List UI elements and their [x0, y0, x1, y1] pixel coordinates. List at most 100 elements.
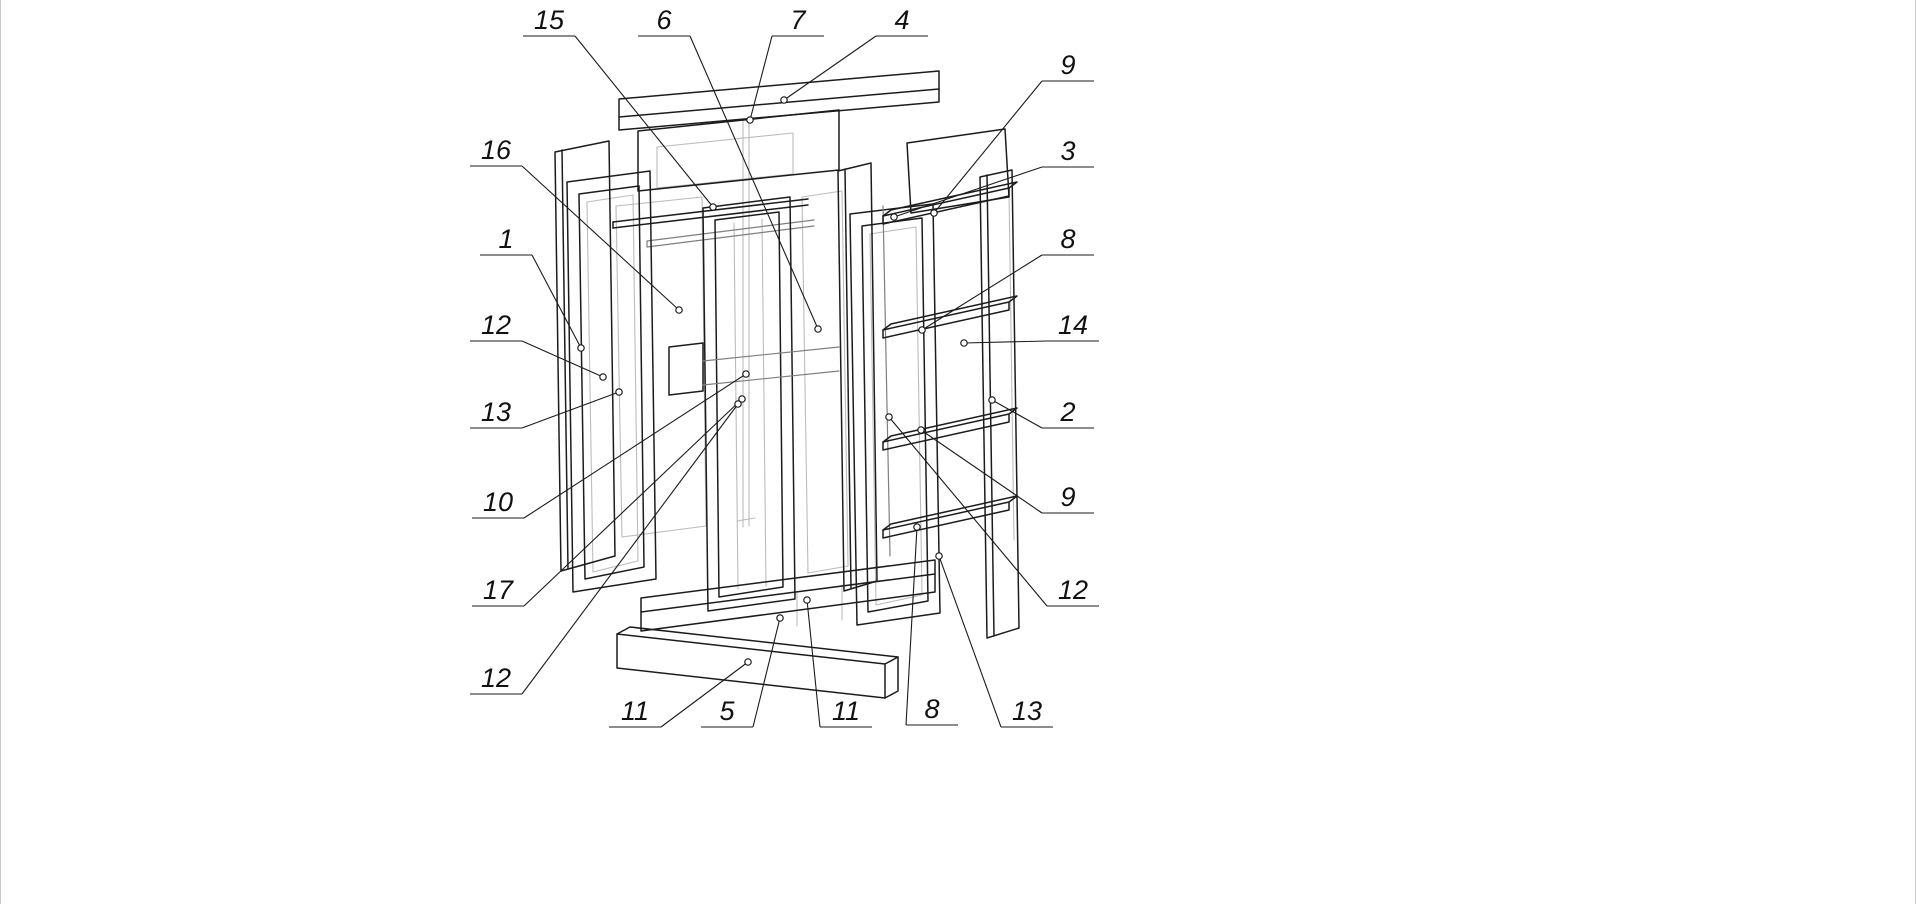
part-number-label: 9 [1060, 482, 1075, 512]
part-number-label: 7 [790, 5, 806, 35]
right-door-mirror-inset [869, 226, 923, 606]
shelf-unit-back-edge [1008, 189, 1015, 541]
rod-foot [736, 517, 756, 522]
label-leader-line [752, 617, 781, 728]
plinth [616, 626, 899, 699]
center-door-back-seam [761, 218, 767, 587]
part-number-label: 2 [1059, 397, 1075, 427]
label-leader-line [521, 340, 604, 378]
label-leader-line [933, 80, 1043, 214]
center-back-panel [801, 190, 849, 574]
label-target-marker [960, 339, 968, 347]
label-target-marker [913, 523, 921, 531]
part-number-label: 13 [481, 397, 511, 427]
left-door [566, 170, 657, 593]
label-leader-line [806, 599, 821, 728]
label-leader-line [521, 391, 620, 429]
part-number-label: 12 [1058, 575, 1088, 605]
center-partition [837, 162, 878, 592]
label-leader-line [938, 555, 1002, 728]
part-number-label: 13 [1012, 696, 1042, 726]
label-leader-line [523, 373, 747, 519]
shelf [882, 187, 1010, 225]
label-leader-line [893, 166, 1043, 218]
bottom-panel [640, 559, 936, 632]
label-target-marker [780, 96, 788, 104]
label-target-marker [599, 373, 607, 381]
label-leader-line [888, 416, 1048, 607]
left-back-panel [615, 196, 707, 538]
top-rail-panel [637, 109, 840, 192]
part-number-label: 4 [894, 5, 909, 35]
part-number-label: 3 [1060, 136, 1075, 166]
part-number-label: 11 [832, 696, 860, 726]
hanging-rails [612, 198, 815, 248]
label-leader-line [660, 661, 749, 728]
label-target-marker [577, 344, 585, 352]
shelf [882, 301, 1010, 339]
right-top-back-panel [906, 128, 1010, 214]
top-panel [618, 70, 940, 131]
part-number-label: 8 [1060, 224, 1075, 254]
part-number-label: 15 [534, 5, 565, 35]
shelf-top-face [882, 495, 1018, 531]
shelf-top-face [882, 181, 1018, 217]
shelf-unit [882, 181, 1018, 557]
label-leader-line [783, 35, 877, 101]
label-leader-line [963, 340, 1048, 344]
part-number-label: 14 [1058, 310, 1088, 340]
part-number-label: 16 [481, 135, 512, 165]
label-leader-line [574, 35, 714, 208]
label-target-marker [890, 213, 898, 221]
label-leader-line [905, 526, 918, 726]
label-target-marker [988, 396, 996, 404]
label-leader-line [921, 254, 1043, 331]
label-leader-line [920, 429, 1043, 514]
label-leader-line [991, 399, 1043, 429]
label-target-marker [935, 552, 943, 560]
part-number-label: 1 [498, 224, 513, 254]
left-door-mirror-inset [586, 194, 639, 573]
label-target-marker [930, 209, 938, 217]
label-target-marker [744, 658, 752, 666]
top-rail-inner-panel [656, 132, 794, 189]
part-number-label: 12 [481, 310, 511, 340]
label-target-marker [803, 596, 811, 604]
label-leader-line [521, 165, 680, 311]
label-target-marker [814, 325, 822, 333]
label-target-marker [742, 370, 750, 378]
left-side-panel [554, 140, 616, 572]
label-target-marker [615, 388, 623, 396]
label-target-marker [709, 203, 717, 211]
label-leader-line [521, 403, 739, 695]
label-target-marker [885, 413, 893, 421]
label-leader-line [531, 254, 582, 349]
label-target-marker [776, 614, 784, 622]
part-number-label: 11 [621, 696, 649, 726]
part-number-label: 5 [719, 696, 735, 726]
label-target-marker [918, 326, 926, 334]
center-door [702, 196, 796, 612]
shelf [882, 501, 1010, 539]
label-target-marker [675, 306, 683, 314]
shelf [882, 413, 1010, 451]
label-leader-line [749, 35, 773, 121]
shelf-upright [882, 205, 891, 557]
part-number-label: 17 [483, 575, 514, 605]
label-target-marker [734, 400, 742, 408]
label-target-marker [738, 395, 746, 403]
right-side-panel [979, 169, 1020, 639]
part-number-label: 12 [481, 663, 511, 693]
label-target-marker [917, 426, 925, 434]
label-leader-line [689, 35, 819, 330]
label-target-marker [746, 116, 754, 124]
part-number-label: 10 [483, 487, 513, 517]
part-number-label: 6 [656, 5, 672, 35]
part-number-label: 8 [924, 694, 939, 724]
center-fixed-shelf [668, 342, 840, 396]
part-number-label: 9 [1060, 50, 1075, 80]
label-leader-line [523, 398, 743, 607]
shelf-top-face [882, 407, 1018, 443]
